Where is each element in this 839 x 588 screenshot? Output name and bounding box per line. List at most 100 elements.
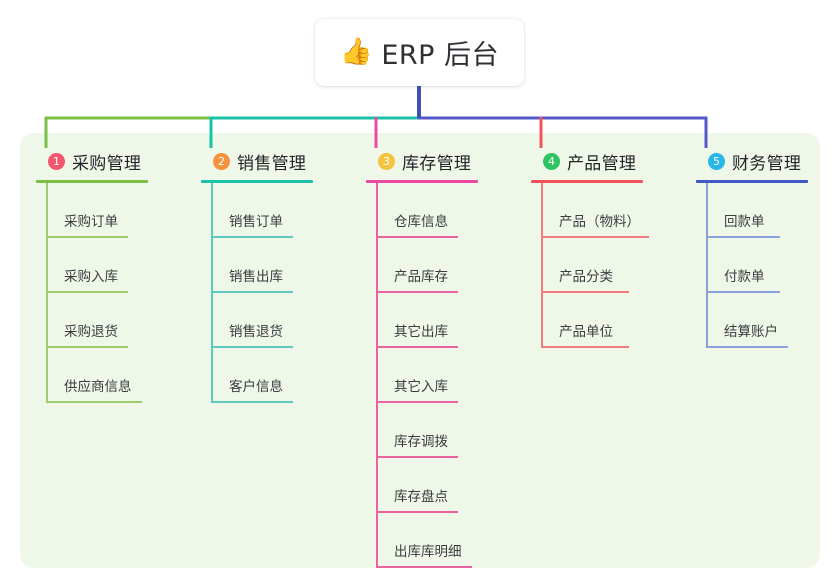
list-item-label: 结算账户	[724, 324, 778, 340]
list-item-label: 采购退货	[64, 324, 118, 340]
list-item-label: 库存调拨	[394, 434, 448, 450]
column-spine-4	[541, 183, 543, 348]
list-item[interactable]: 产品（物料）	[531, 183, 649, 238]
root-title: ERP 后台	[381, 40, 500, 71]
column-spine-1	[46, 183, 48, 403]
list-item-label: 销售出库	[229, 269, 283, 285]
list-item[interactable]: 产品库存	[366, 238, 478, 293]
column-badge-1: 1	[48, 152, 65, 170]
list-item-underline	[376, 511, 458, 513]
list-item[interactable]: 销售退货	[201, 293, 313, 348]
list-item[interactable]: 采购入库	[36, 238, 148, 293]
column-header-5[interactable]: 5 财务管理	[696, 148, 808, 174]
column-title-1: 采购管理	[72, 153, 142, 174]
list-item[interactable]: 出库库明细	[366, 513, 478, 568]
column-4: 4 产品管理产品（物料） 产品分类产品单位	[531, 148, 649, 348]
list-item[interactable]: 采购订单	[36, 183, 148, 238]
list-item-label: 回款单	[724, 214, 765, 230]
column-badge-4: 4	[543, 152, 560, 170]
list-item-label: 销售退货	[229, 324, 283, 340]
column-header-3[interactable]: 3 库存管理	[366, 148, 478, 174]
column-badge-3: 3	[378, 152, 395, 170]
list-item-underline	[211, 401, 293, 403]
column-underline-3	[366, 180, 478, 183]
list-item-underline	[46, 346, 128, 348]
list-item[interactable]: 其它出库	[366, 293, 478, 348]
column-items-2: 销售订单销售出库销售退货客户信息	[201, 183, 313, 403]
column-underline-2	[201, 180, 313, 183]
list-item[interactable]: 库存调拨	[366, 403, 478, 458]
list-item-underline	[211, 346, 293, 348]
list-item-underline	[46, 401, 142, 403]
column-badge-2: 2	[213, 152, 230, 170]
content-panel	[20, 133, 820, 568]
list-item[interactable]: 采购退货	[36, 293, 148, 348]
column-header-1[interactable]: 1 采购管理	[36, 148, 148, 174]
list-item[interactable]: 库存盘点	[366, 458, 478, 513]
list-item-label: 产品库存	[394, 269, 448, 285]
column-underline-5	[696, 180, 808, 183]
list-item-label: 付款单	[724, 269, 765, 285]
list-item[interactable]: 销售出库	[201, 238, 313, 293]
list-item-underline	[376, 291, 458, 293]
column-title-5: 财务管理	[732, 153, 802, 174]
column-items-3: 仓库信息产品库存其它出库其它入库库存调拨库存盘点出库库明细	[366, 183, 478, 568]
list-item[interactable]: 仓库信息	[366, 183, 478, 238]
list-item-label: 销售订单	[229, 214, 283, 230]
list-item[interactable]: 回款单	[696, 183, 808, 238]
list-item[interactable]: 付款单	[696, 238, 808, 293]
list-item[interactable]: 结算账户	[696, 293, 808, 348]
thumbs-up-icon: 👍	[339, 36, 373, 67]
list-item-underline	[376, 346, 458, 348]
column-underline-1	[36, 180, 148, 183]
column-3: 3 库存管理仓库信息产品库存其它出库其它入库库存调拨库存盘点出库库明细	[366, 148, 478, 568]
column-header-4[interactable]: 4 产品管理	[531, 148, 643, 174]
list-item-underline	[541, 236, 649, 238]
column-5: 5 财务管理回款单付款单结算账户	[696, 148, 808, 348]
list-item[interactable]: 产品单位	[531, 293, 643, 348]
list-item-underline	[46, 236, 128, 238]
list-item[interactable]: 销售订单	[201, 183, 313, 238]
list-item-label: 采购入库	[64, 269, 118, 285]
column-underline-4	[531, 180, 643, 183]
list-item-underline	[706, 236, 780, 238]
column-items-1: 采购订单采购入库采购退货供应商信息	[36, 183, 148, 403]
column-spine-2	[211, 183, 213, 403]
list-item-label: 库存盘点	[394, 489, 448, 505]
column-items-4: 产品（物料） 产品分类产品单位	[531, 183, 649, 348]
column-spine-3	[376, 183, 378, 568]
list-item-underline	[541, 291, 629, 293]
column-title-4: 产品管理	[567, 153, 637, 174]
column-spine-5	[706, 183, 708, 348]
list-item[interactable]: 客户信息	[201, 348, 313, 403]
list-item-label: 其它入库	[394, 379, 448, 395]
list-item-underline	[376, 566, 472, 568]
list-item-underline	[211, 236, 293, 238]
list-item-label: 供应商信息	[64, 379, 132, 395]
list-item-label: 出库库明细	[394, 544, 462, 560]
list-item-underline	[46, 291, 128, 293]
list-item-underline	[376, 236, 458, 238]
list-item-label: 产品单位	[559, 324, 613, 340]
list-item-label: 采购订单	[64, 214, 118, 230]
list-item-label: 客户信息	[229, 379, 283, 395]
column-items-5: 回款单付款单结算账户	[696, 183, 808, 348]
list-item-label: 其它出库	[394, 324, 448, 340]
column-badge-5: 5	[708, 152, 725, 170]
root-node[interactable]: 👍 ERP 后台	[315, 19, 524, 86]
list-item-label: 产品（物料）	[559, 214, 640, 230]
list-item[interactable]: 供应商信息	[36, 348, 148, 403]
list-item-underline	[211, 291, 293, 293]
list-item-label: 产品分类	[559, 269, 613, 285]
list-item-underline	[541, 346, 629, 348]
list-item-underline	[376, 401, 458, 403]
list-item-underline	[706, 346, 788, 348]
list-item[interactable]: 其它入库	[366, 348, 478, 403]
list-item[interactable]: 产品分类	[531, 238, 643, 293]
column-title-3: 库存管理	[402, 153, 472, 174]
list-item-underline	[706, 291, 780, 293]
column-1: 1 采购管理采购订单采购入库采购退货供应商信息	[36, 148, 148, 403]
